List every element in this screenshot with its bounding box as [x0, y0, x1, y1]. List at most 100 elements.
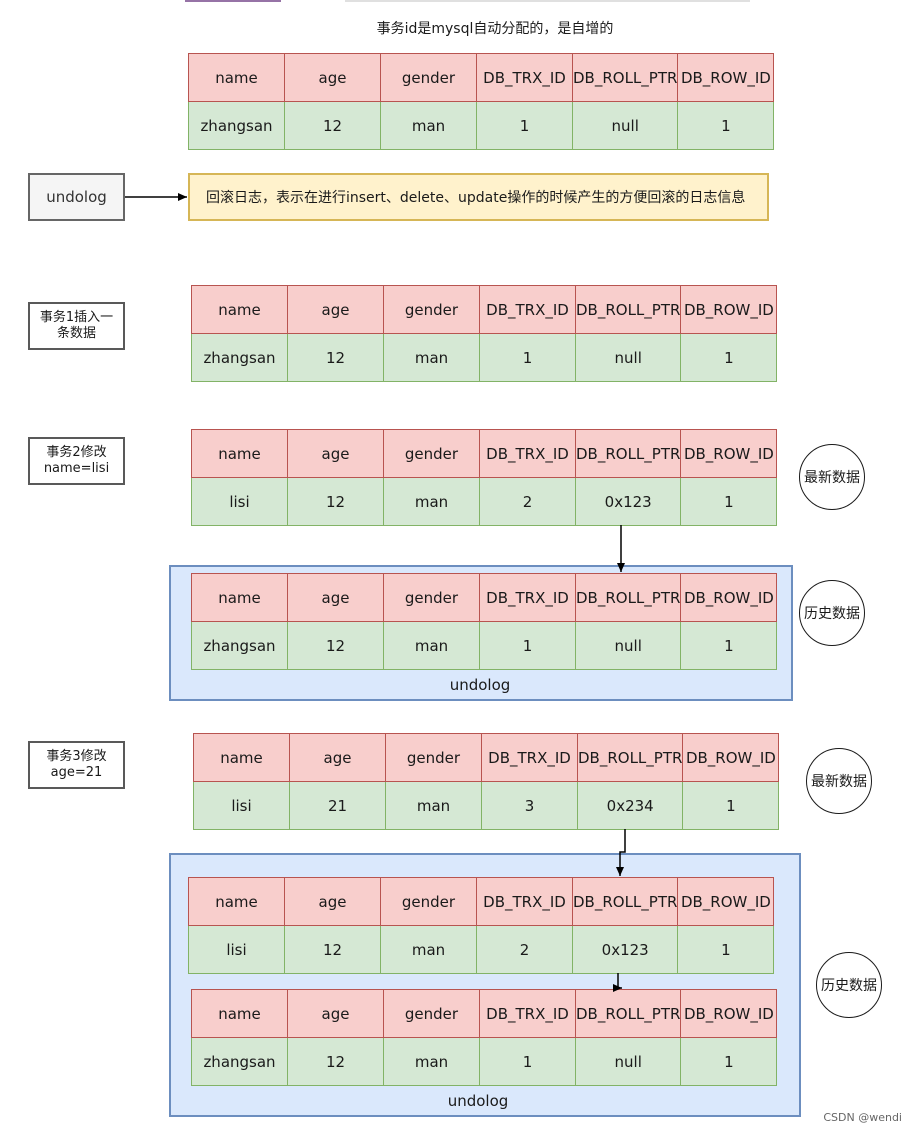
- value-cell-age: 12: [287, 1037, 384, 1086]
- table-value-row: zhangsan 12 man 1 null 1: [191, 1037, 778, 1086]
- table-value-row: zhangsan 12 man 1 null 1: [191, 621, 778, 670]
- header-cell-row-id: DB_ROW_ID: [677, 877, 775, 926]
- undolog-note: 回滚日志，表示在进行insert、delete、update操作的时候产生的方便…: [188, 173, 769, 221]
- value-cell-name: lisi: [193, 781, 290, 830]
- value-cell-gender: man: [383, 621, 480, 670]
- value-cell-roll-ptr: null: [574, 621, 682, 670]
- value-cell-age: 12: [287, 333, 384, 382]
- value-cell-row-id: 1: [680, 621, 778, 670]
- value-cell-name: zhangsan: [188, 101, 285, 150]
- record-table-1: name age gender DB_TRX_ID DB_ROLL_PTR DB…: [188, 53, 775, 150]
- value-cell-gender: man: [380, 925, 477, 974]
- header-cell-trx-id: DB_TRX_ID: [481, 733, 578, 782]
- value-cell-name: lisi: [188, 925, 285, 974]
- undolog-note-text: 回滚日志，表示在进行insert、delete、update操作的时候产生的方便…: [206, 190, 746, 206]
- value-cell-roll-ptr: null: [574, 1037, 682, 1086]
- value-cell-trx-id: 1: [476, 101, 573, 150]
- header-cell-row-id: DB_ROW_ID: [680, 989, 778, 1038]
- table-header-row: name age gender DB_TRX_ID DB_ROLL_PTR DB…: [191, 285, 778, 334]
- header-cell-row-id: DB_ROW_ID: [680, 429, 778, 478]
- record-table-7: name age gender DB_TRX_ID DB_ROLL_PTR DB…: [191, 989, 778, 1086]
- history-data-text-1: 历史数据: [804, 606, 860, 622]
- value-cell-roll-ptr: null: [574, 333, 682, 382]
- header-cell-row-id: DB_ROW_ID: [677, 53, 775, 102]
- header-cell-gender: gender: [383, 429, 480, 478]
- value-cell-name: zhangsan: [191, 333, 288, 382]
- header-cell-trx-id: DB_TRX_ID: [479, 285, 576, 334]
- step-label-tx1-text: 事务1插入一条数据: [39, 310, 114, 341]
- header-cell-age: age: [287, 573, 384, 622]
- diagram-title: 事务id是mysql自动分配的，是自增的: [376, 21, 614, 37]
- header-cell-name: name: [191, 989, 288, 1038]
- header-cell-name: name: [191, 573, 288, 622]
- header-cell-roll-ptr: DB_ROLL_PTR: [574, 989, 682, 1038]
- table-header-row: name age gender DB_TRX_ID DB_ROLL_PTR DB…: [191, 989, 778, 1038]
- header-cell-trx-id: DB_TRX_ID: [476, 53, 573, 102]
- value-cell-gender: man: [383, 1037, 480, 1086]
- header-cell-roll-ptr: DB_ROLL_PTR: [571, 53, 679, 102]
- value-cell-roll-ptr: 0x123: [574, 477, 682, 526]
- value-cell-trx-id: 2: [479, 477, 576, 526]
- value-cell-trx-id: 1: [479, 1037, 576, 1086]
- header-cell-age: age: [284, 877, 381, 926]
- header-cell-gender: gender: [385, 733, 482, 782]
- value-cell-row-id: 1: [682, 781, 780, 830]
- header-cell-roll-ptr: DB_ROLL_PTR: [574, 573, 682, 622]
- undolog-box: undolog: [28, 173, 125, 221]
- header-cell-gender: gender: [383, 573, 480, 622]
- history-box-1-label: undolog: [449, 676, 511, 694]
- header-cell-name: name: [191, 285, 288, 334]
- step-label-tx3-line2: age=21: [50, 765, 103, 780]
- step-label-tx2-text: 事务2修改 name=lisi: [44, 445, 109, 477]
- top-edge-purple-mark: [185, 0, 281, 2]
- header-cell-name: name: [188, 53, 285, 102]
- value-cell-age: 12: [287, 477, 384, 526]
- header-cell-gender: gender: [383, 989, 480, 1038]
- latest-data-circle: 最新数据: [799, 444, 865, 510]
- value-cell-name: zhangsan: [191, 1037, 288, 1086]
- history-data-circle-2: 历史数据: [816, 952, 882, 1018]
- latest-data-text-2: 最新数据: [811, 774, 867, 790]
- header-cell-gender: gender: [380, 877, 477, 926]
- history-data-circle-1: 历史数据: [799, 580, 865, 646]
- record-table-2: name age gender DB_TRX_ID DB_ROLL_PTR DB…: [191, 285, 778, 382]
- header-cell-roll-ptr: DB_ROLL_PTR: [574, 429, 682, 478]
- header-cell-roll-ptr: DB_ROLL_PTR: [576, 733, 684, 782]
- top-edge-gray-mark: [345, 0, 750, 2]
- record-table-4: name age gender DB_TRX_ID DB_ROLL_PTR DB…: [191, 573, 778, 670]
- value-cell-trx-id: 2: [476, 925, 573, 974]
- value-cell-row-id: 1: [677, 101, 775, 150]
- step-label-tx3-line1: 事务3修改: [46, 749, 107, 764]
- value-cell-roll-ptr: 0x234: [576, 781, 684, 830]
- table-value-row: zhangsan 12 man 1 null 1: [191, 333, 778, 382]
- table-header-row: name age gender DB_TRX_ID DB_ROLL_PTR DB…: [188, 53, 775, 102]
- table-header-row: name age gender DB_TRX_ID DB_ROLL_PTR DB…: [193, 733, 780, 782]
- record-table-3: name age gender DB_TRX_ID DB_ROLL_PTR DB…: [191, 429, 778, 526]
- header-cell-age: age: [284, 53, 381, 102]
- step-label-tx3: 事务3修改 age=21: [28, 741, 125, 789]
- history-box-2-label: undolog: [447, 1092, 509, 1110]
- header-cell-name: name: [191, 429, 288, 478]
- header-cell-name: name: [193, 733, 290, 782]
- header-cell-trx-id: DB_TRX_ID: [476, 877, 573, 926]
- value-cell-row-id: 1: [677, 925, 775, 974]
- step-label-tx2-line1: 事务2修改: [46, 445, 107, 460]
- step-label-tx3-text: 事务3修改 age=21: [46, 749, 106, 781]
- rollptr-arrow-3: [613, 973, 622, 992]
- header-cell-gender: gender: [380, 53, 477, 102]
- value-cell-age: 12: [284, 925, 381, 974]
- value-cell-row-id: 1: [680, 477, 778, 526]
- value-cell-row-id: 1: [680, 1037, 778, 1086]
- value-cell-age: 21: [289, 781, 386, 830]
- table-value-row: zhangsan 12 man 1 null 1: [188, 101, 775, 150]
- table-value-row: lisi 12 man 2 0x123 1: [188, 925, 775, 974]
- step-label-tx1: 事务1插入一条数据: [28, 302, 125, 350]
- table-value-row: lisi 12 man 2 0x123 1: [191, 477, 778, 526]
- step-label-tx2-line2: name=lisi: [43, 461, 110, 476]
- header-cell-row-id: DB_ROW_ID: [680, 285, 778, 334]
- header-cell-trx-id: DB_TRX_ID: [479, 989, 576, 1038]
- value-cell-gender: man: [380, 101, 477, 150]
- record-table-5: name age gender DB_TRX_ID DB_ROLL_PTR DB…: [193, 733, 780, 830]
- value-cell-name: zhangsan: [191, 621, 288, 670]
